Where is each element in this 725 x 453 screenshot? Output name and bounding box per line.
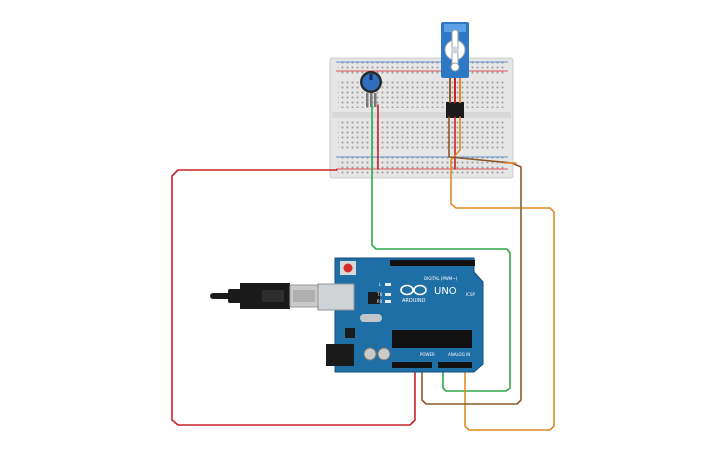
analog-header[interactable] bbox=[438, 362, 472, 368]
capacitor-2 bbox=[377, 347, 391, 361]
arduino-logo-icon bbox=[400, 284, 427, 296]
reset-button-icon[interactable] bbox=[340, 261, 356, 275]
servo-motor-icon[interactable] bbox=[441, 22, 469, 118]
arduino-uno-board[interactable]: ARDUINO UNO DIGITAL (PWM~) POWER ANALOG … bbox=[317, 257, 484, 373]
led-rx bbox=[385, 300, 391, 303]
power-label: POWER bbox=[420, 352, 435, 357]
capacitor-1 bbox=[363, 347, 377, 361]
servo-mount-tab bbox=[444, 24, 466, 32]
usb-chip bbox=[368, 292, 380, 304]
potentiometer-icon[interactable] bbox=[360, 71, 382, 107]
digital-header[interactable] bbox=[390, 260, 475, 266]
led-label-tx: TX bbox=[376, 292, 382, 297]
wire-brown-gnd[interactable] bbox=[421, 116, 522, 405]
led-tx bbox=[385, 293, 391, 296]
analog-label: ANALOG IN bbox=[448, 352, 470, 357]
regulator bbox=[345, 328, 355, 338]
usb-jack bbox=[317, 283, 355, 311]
led-label-rx: RX bbox=[377, 299, 383, 304]
wire-green-pot-signal[interactable] bbox=[371, 104, 511, 392]
led-l bbox=[385, 283, 391, 286]
atmega-chip bbox=[392, 330, 472, 348]
arduino-logo-text: ARDUINO bbox=[402, 298, 426, 304]
center-channel bbox=[332, 112, 511, 118]
power-jack bbox=[326, 344, 354, 366]
usb-cable-icon[interactable] bbox=[210, 283, 319, 309]
arduino-model-text: UNO bbox=[434, 286, 457, 297]
bottom-rail-holes bbox=[338, 156, 506, 174]
led-label-l: L bbox=[379, 282, 382, 287]
crystal bbox=[360, 314, 382, 322]
servo-connector bbox=[446, 102, 464, 118]
wire-orange-servo-signal[interactable] bbox=[450, 116, 555, 431]
digital-label: DIGITAL (PWM~) bbox=[424, 276, 458, 281]
power-header[interactable] bbox=[392, 362, 432, 368]
lower-terminal-holes bbox=[338, 121, 506, 149]
icsp-label: ICSP bbox=[466, 292, 476, 297]
wire-red-5v[interactable] bbox=[171, 169, 416, 426]
